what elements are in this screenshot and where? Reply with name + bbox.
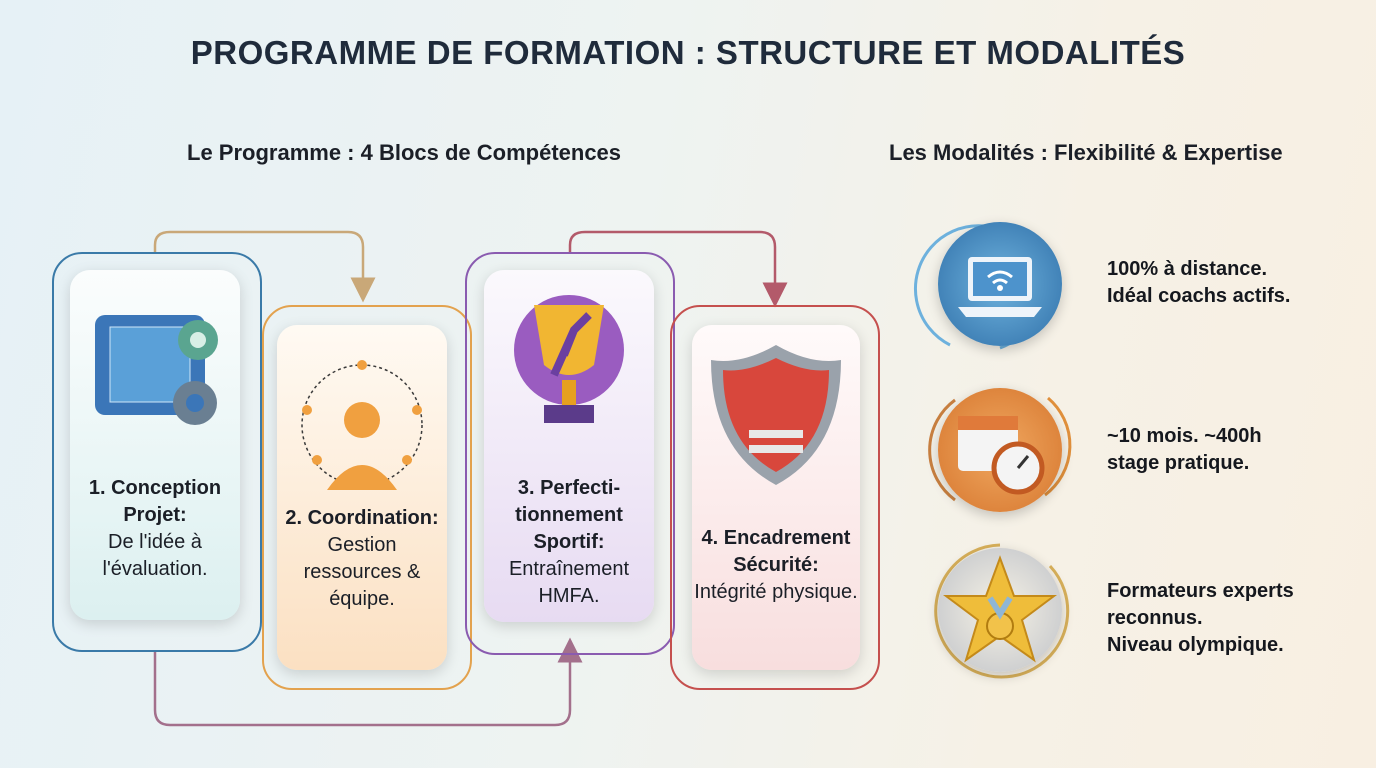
network-person-icon <box>301 360 423 490</box>
cycle-arrow-2 <box>928 398 956 502</box>
star-medal-icon <box>938 548 1062 672</box>
connector-1-2 <box>153 230 376 303</box>
block-card-3: 3. Perfecti- tionnement Sportif: Entraîn… <box>484 270 654 622</box>
modalites-heading: Les Modalités : Flexibilité & Expertise <box>889 140 1283 165</box>
block-2-title: 2. Coordination: <box>285 507 439 529</box>
block-1-title: 1. Conception Projet: <box>88 477 222 526</box>
connector-3-4 <box>568 230 788 308</box>
cycle-arrow-3 <box>934 543 1070 679</box>
block-card-4: 4. Encadrement Sécurité: Intégrité physi… <box>692 325 860 670</box>
calendar-stopwatch-icon <box>938 388 1062 512</box>
block-2-desc: Gestion ressources & équipe. <box>303 534 421 610</box>
block-4-title: 4. Encadrement Sécurité: <box>701 527 851 576</box>
programme-heading: Le Programme : 4 Blocs de Compétences <box>187 140 622 165</box>
block-2-frame <box>262 305 472 690</box>
connector-loop-back <box>153 637 583 727</box>
block-4-desc: Intégrité physique. <box>694 581 858 603</box>
laptop-wifi-icon <box>938 222 1062 346</box>
page-title: PROGRAMME DE FORMATION : STRUCTURE ET MO… <box>190 34 1186 71</box>
block-1-frame <box>52 252 262 652</box>
block-4-frame <box>670 305 880 690</box>
block-3-desc: Entraînement HMFA. <box>508 558 630 607</box>
block-1-desc: De l'idée à l'évaluation. <box>102 531 208 580</box>
trophy-athlete-icon <box>514 295 624 423</box>
block-3-frame <box>465 252 675 655</box>
blueprint-gears-icon <box>95 315 218 425</box>
block-card-1: 1. Conception Projet: De l'idée à l'éval… <box>70 270 240 620</box>
block-3-title: 3. Perfecti- tionnement Sportif: <box>515 477 623 553</box>
modalite-1-text: 100% à distance.Idéal coachs actifs. <box>1107 258 1291 307</box>
block-card-2: 2. Coordination: Gestion ressources & éq… <box>277 325 447 670</box>
shield-vest-icon <box>711 345 841 485</box>
